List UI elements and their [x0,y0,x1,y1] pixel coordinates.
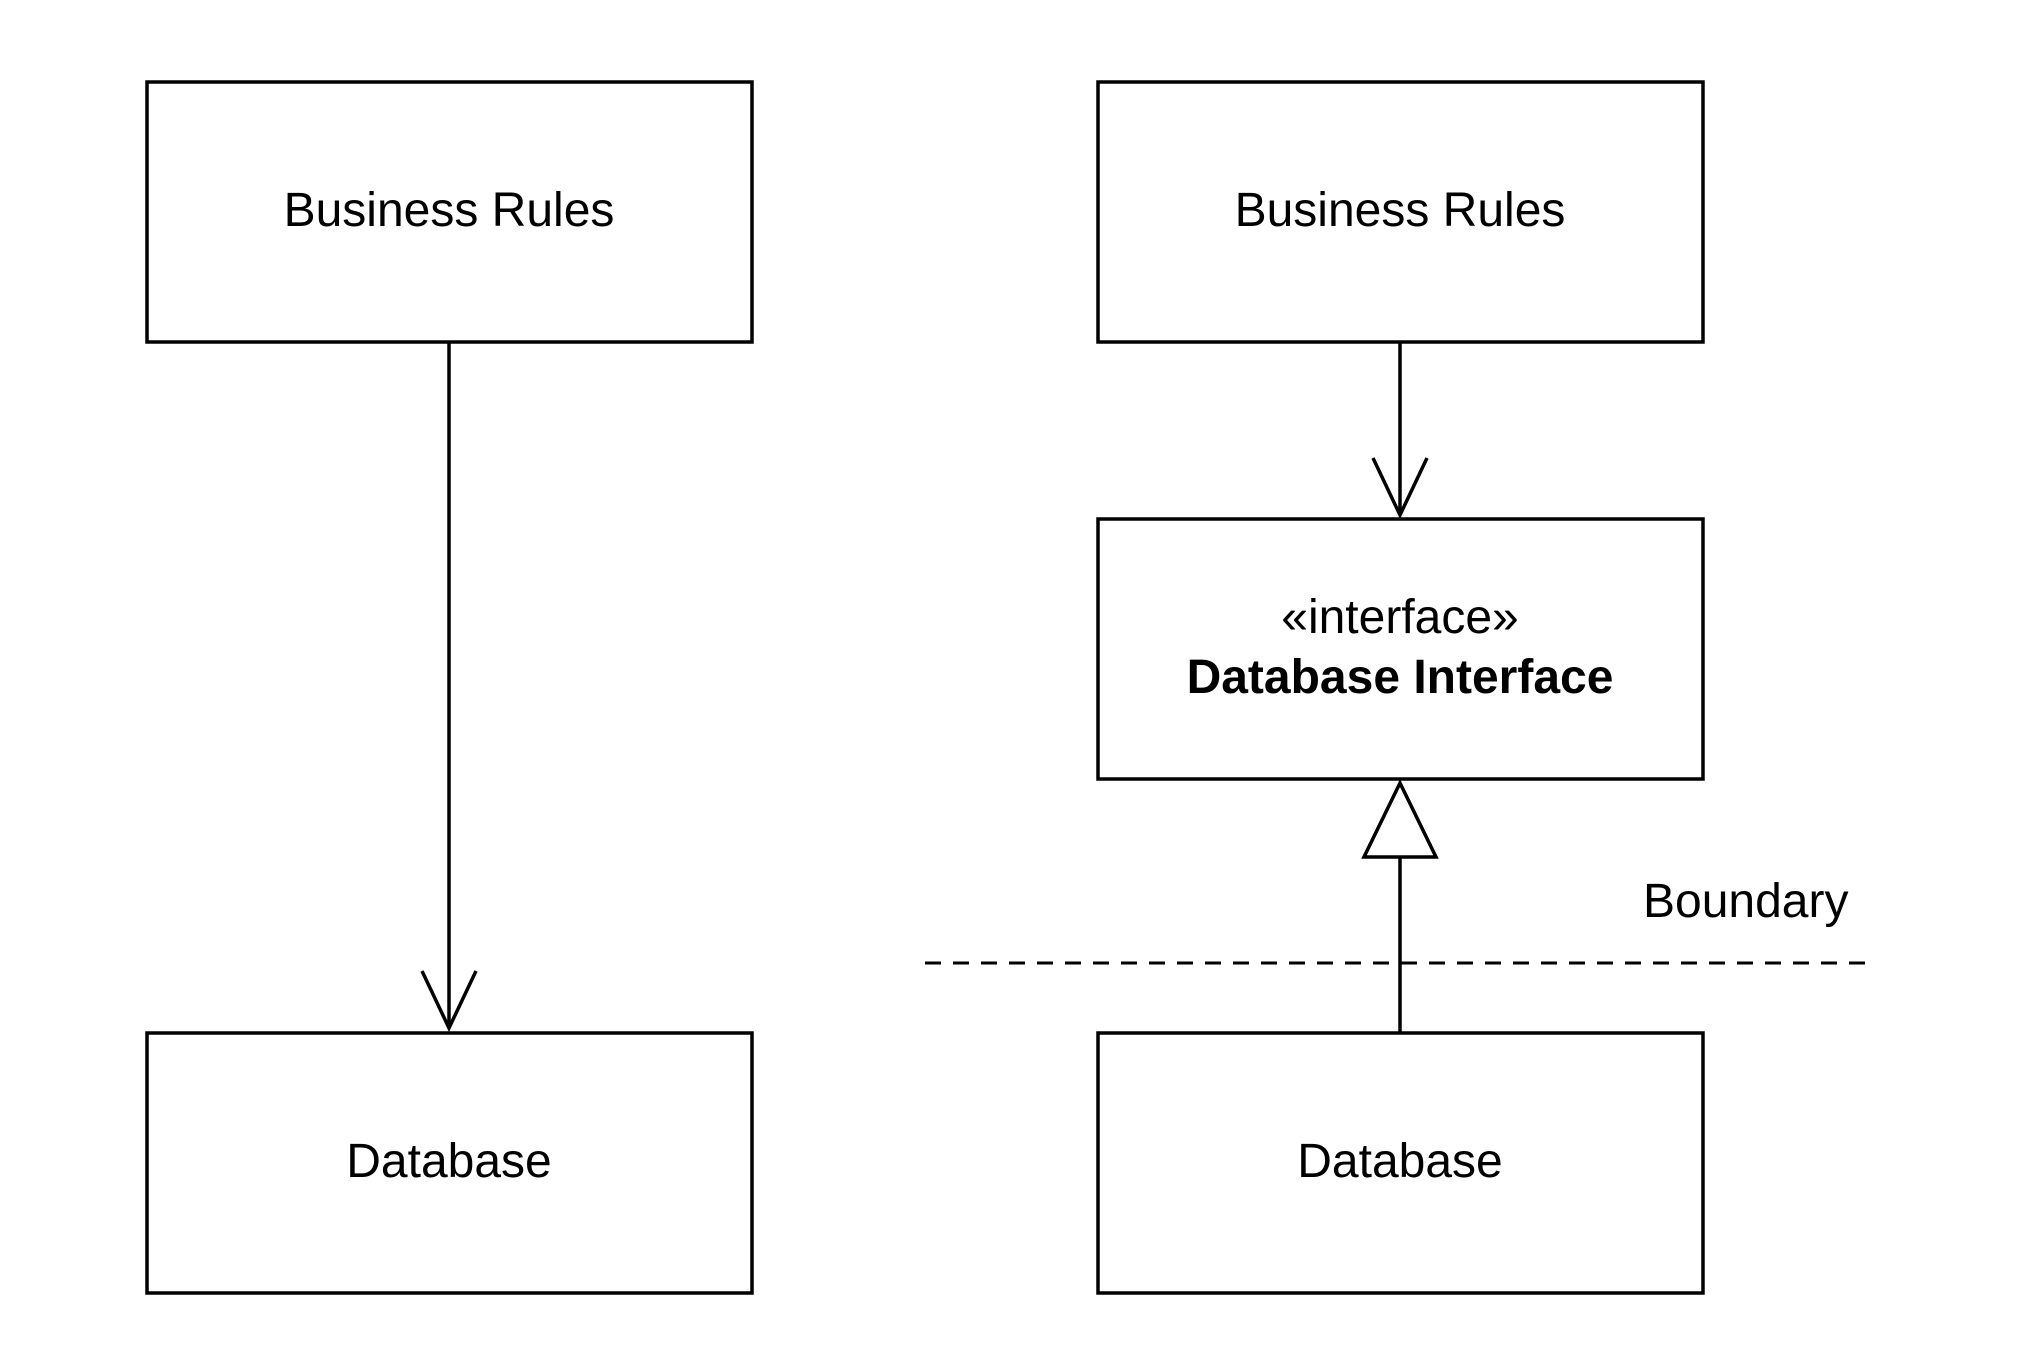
database-interface-box[interactable]: «interface» Database Interface [1096,517,1705,781]
left-diagram: Business Rules Database [145,80,754,1295]
left-business-rules-label: Business Rules [284,184,615,237]
right-business-rules-label: Business Rules [1235,184,1566,237]
realization-arrow [1361,778,1439,1033]
left-database-box[interactable]: Database [145,1031,754,1295]
right-diagram: Business Rules «interface» Database Inte… [925,80,1875,1295]
right-dependency-arrow [1371,342,1429,520]
left-database-label: Database [346,1135,551,1188]
right-database-label: Database [1297,1135,1502,1188]
boundary-label: Boundary [1643,875,1848,928]
interface-name-label: Database Interface [1187,651,1614,704]
left-dependency-arrow [420,342,478,1033]
boundary: Boundary [925,875,1875,965]
right-arrowhead-icon [1371,457,1429,520]
realization-triangle-icon [1361,778,1439,859]
right-business-rules-box[interactable]: Business Rules [1096,80,1705,344]
right-database-box[interactable]: Database [1096,1031,1705,1295]
interface-stereotype-label: «interface» [1281,591,1519,644]
left-arrowhead-icon [420,970,478,1033]
left-business-rules-box[interactable]: Business Rules [145,80,754,344]
